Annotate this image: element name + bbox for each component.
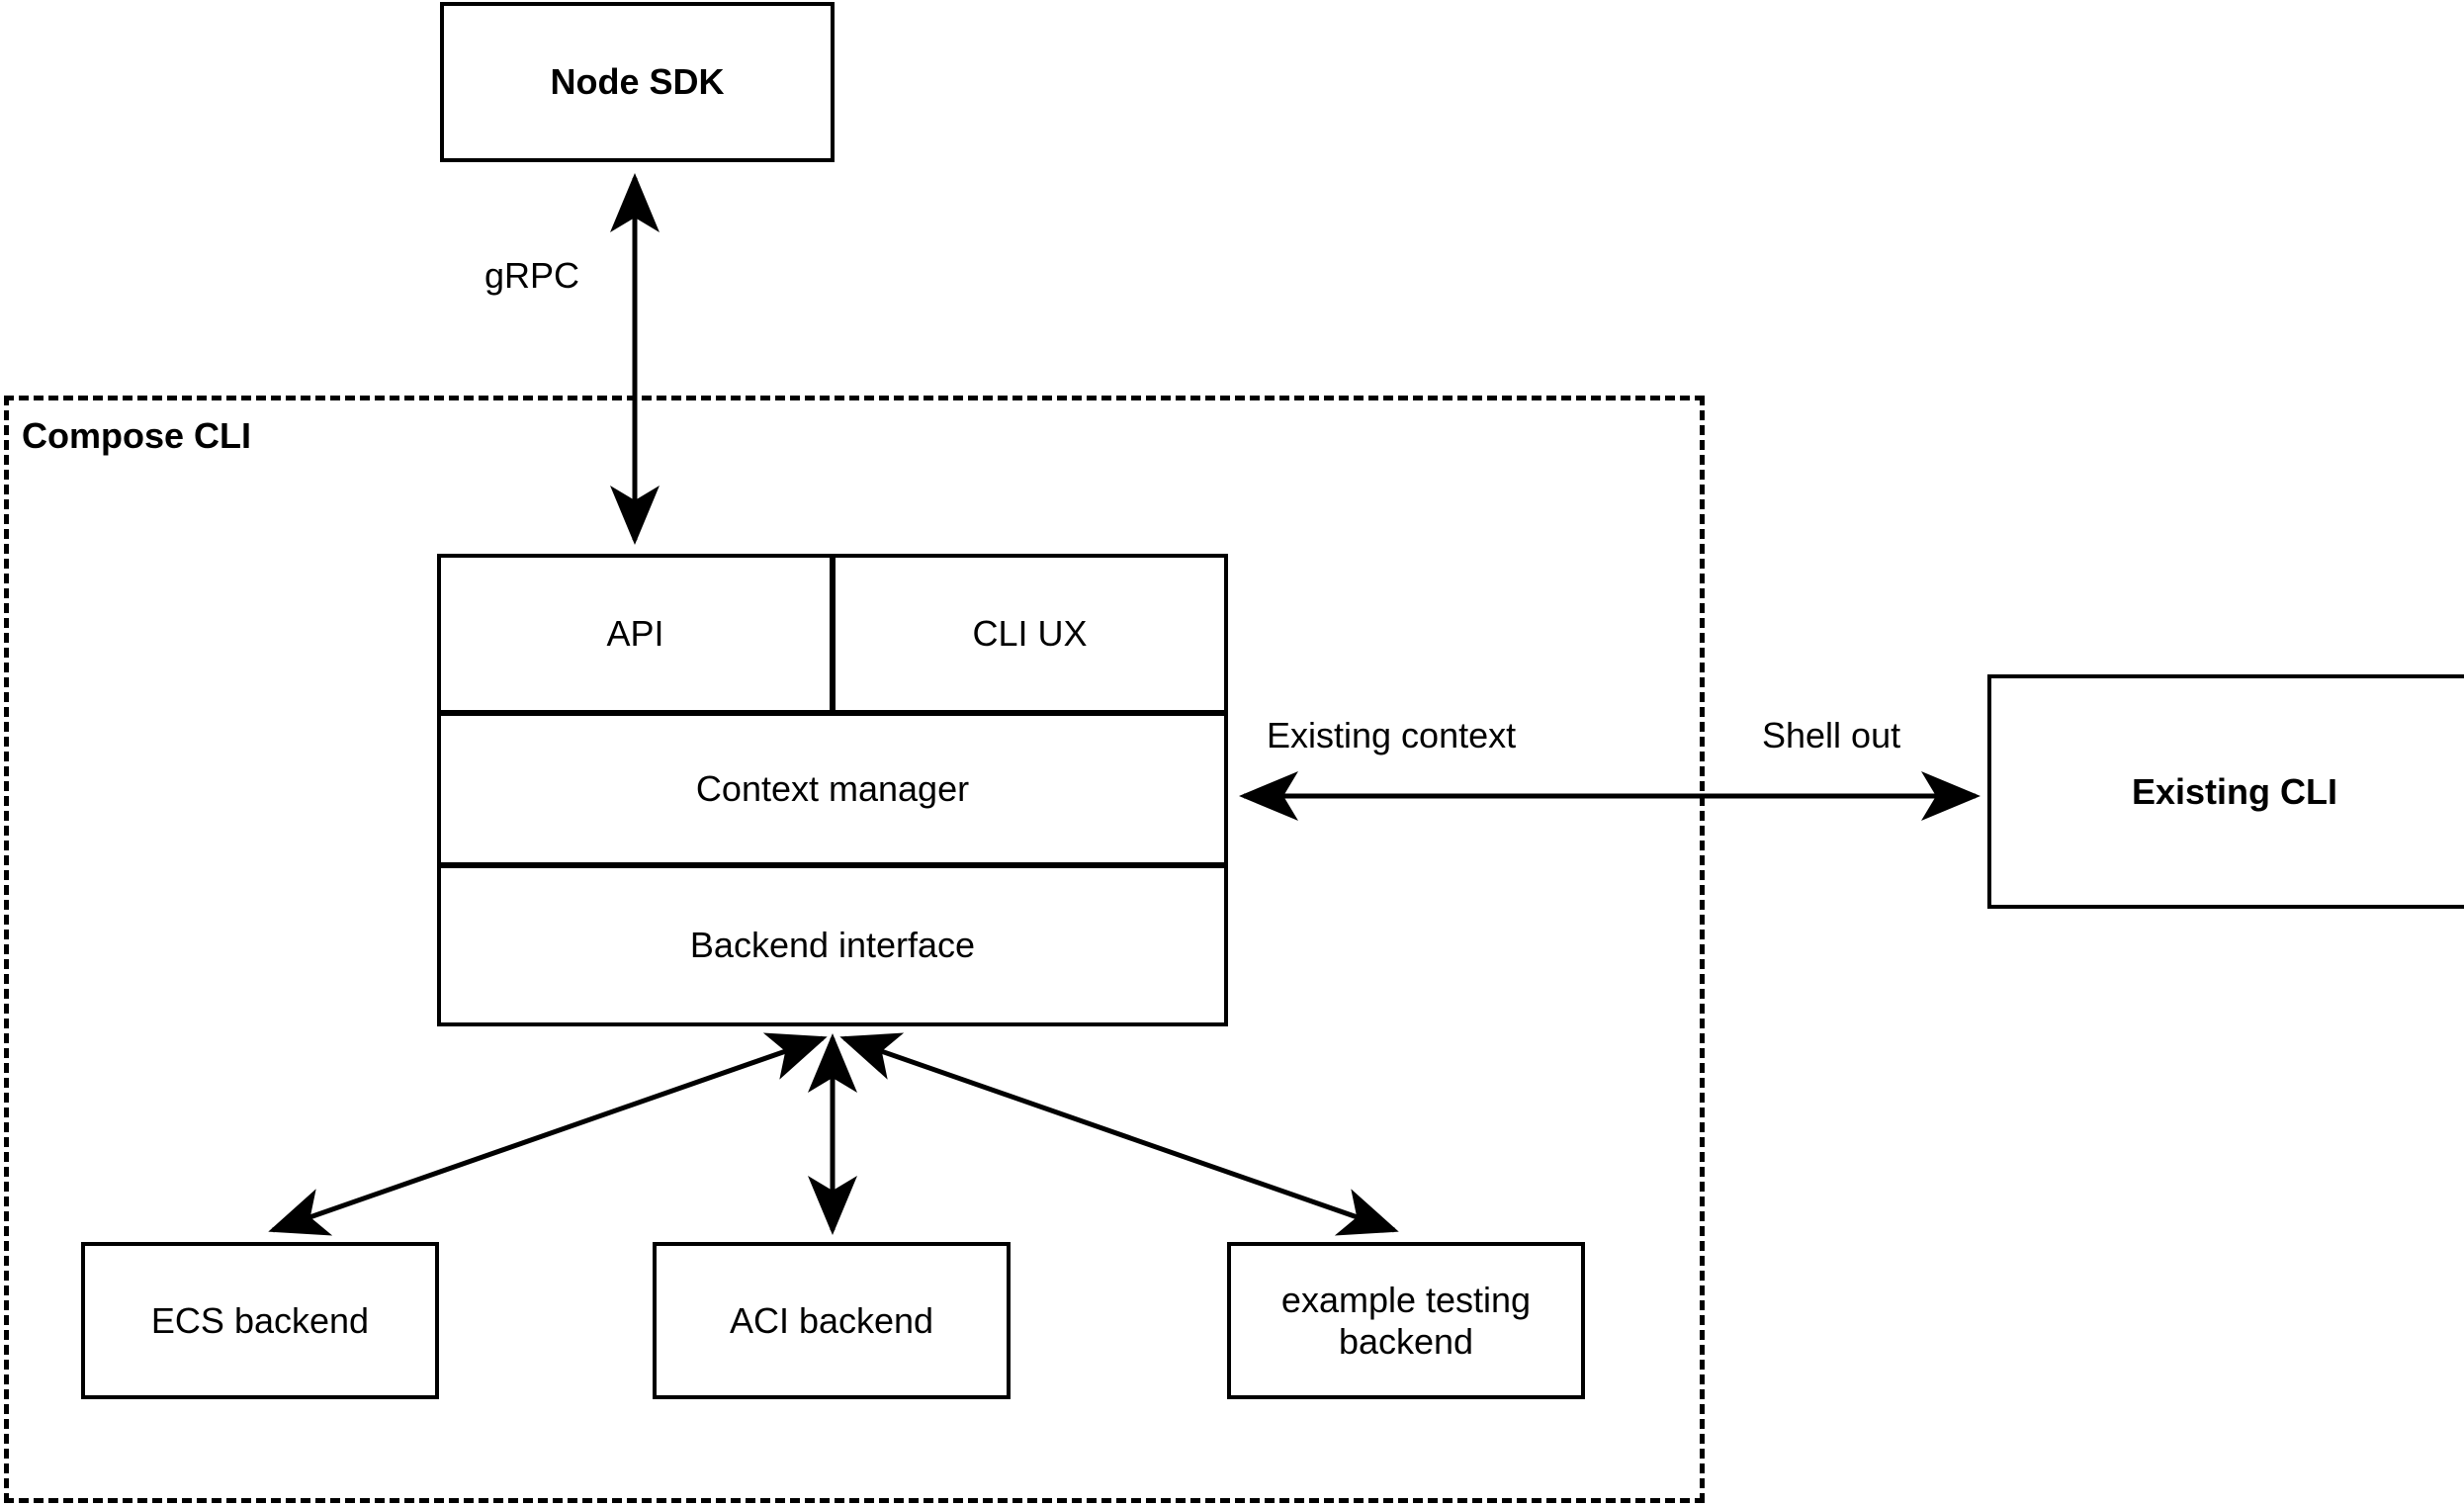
example-testing-backend-box[interactable]: example testing backend: [1227, 1242, 1585, 1399]
existing-cli-label: Existing CLI: [2131, 770, 2338, 812]
ecs-backend-label: ECS backend: [150, 1299, 370, 1341]
node-sdk-label: Node SDK: [550, 61, 725, 103]
context-manager-box[interactable]: Context manager: [437, 712, 1228, 866]
example-testing-backend-label: example testing backend: [1280, 1279, 1532, 1362]
aci-backend-box[interactable]: ACI backend: [653, 1242, 1011, 1399]
compose-cli-group-label: Compose CLI: [22, 415, 252, 456]
api-box[interactable]: API: [437, 554, 834, 714]
node-sdk-box[interactable]: Node SDK: [440, 2, 835, 162]
shell-out-edge-label: Shell out: [1762, 715, 1901, 755]
compose-cli-group-boundary: [4, 396, 1705, 1503]
backend-interface-box[interactable]: Backend interface: [437, 864, 1228, 1026]
context-manager-label: Context manager: [695, 768, 970, 810]
cli-ux-box[interactable]: CLI UX: [832, 554, 1228, 714]
existing-context-edge-label: Existing context: [1267, 715, 1517, 755]
aci-backend-label: ACI backend: [729, 1299, 934, 1341]
ecs-backend-box[interactable]: ECS backend: [81, 1242, 439, 1399]
existing-cli-box[interactable]: Existing CLI: [1987, 674, 2464, 909]
cli-ux-label: CLI UX: [972, 613, 1088, 655]
backend-interface-label: Backend interface: [689, 925, 976, 966]
api-label: API: [606, 613, 664, 655]
grpc-edge-label: gRPC: [484, 255, 580, 296]
